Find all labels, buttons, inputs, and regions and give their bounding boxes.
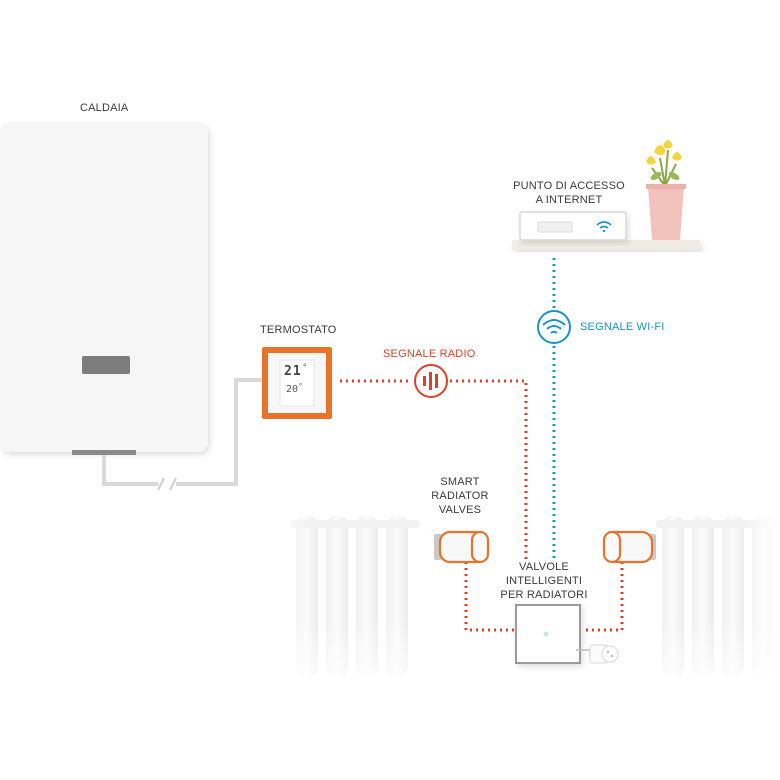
access-point-label-line2: A INTERNET: [535, 194, 603, 206]
flower-pot-icon: [646, 140, 686, 240]
wifi-icon: [537, 310, 571, 344]
italian-valves-label: VALVOLE INTELLIGENTI PER RADIATORI: [488, 560, 600, 602]
radio-signal-icon: [414, 364, 448, 398]
thermostat-temperature: 21: [284, 364, 302, 379]
italian-valves-label-line1: VALVOLE: [519, 561, 569, 573]
smart-valves-label-line3: VALVES: [438, 504, 482, 516]
boiler-bottom-connector: [72, 450, 136, 455]
radiator-right: [650, 510, 780, 700]
radiator-left: [270, 510, 440, 700]
italian-valves-label-line2: INTELLIGENTI: [505, 575, 583, 587]
thermostat-degree: °: [303, 362, 307, 372]
smart-valves-label-line2: RADIATOR: [431, 490, 489, 502]
wifi-signal-label: SEGNALE WI-FI: [580, 321, 665, 333]
shelf: [512, 240, 700, 250]
plug-icon: [576, 644, 619, 664]
italian-valves-label-line3: PER RADIATORI: [500, 589, 588, 601]
wifi-router-icon: [519, 211, 627, 241]
boiler-thermostat-wire: [102, 378, 268, 491]
access-point-label-line1: PUNTO DI ACCESSO: [513, 180, 625, 192]
smart-valve-right: [602, 530, 656, 564]
thermostat-label: TERMOSTATO: [260, 324, 337, 336]
relay-hub: [515, 604, 581, 664]
boiler-label: CALDAIA: [80, 102, 129, 114]
smart-valves-label-line1: SMART: [440, 476, 480, 488]
smart-valves-label: SMART RADIATOR VALVES: [420, 475, 500, 517]
radio-signal-line: [340, 379, 624, 632]
smart-valve-left: [434, 530, 490, 564]
thermostat-setpoint-degree: °: [299, 382, 303, 391]
thermostat-setpoint: 20: [286, 384, 299, 395]
boiler: [0, 122, 208, 455]
radio-signal-label: SEGNALE RADIO: [383, 348, 476, 360]
thermostat: [262, 347, 332, 419]
access-point-label: PUNTO DI ACCESSO A INTERNET: [509, 179, 629, 207]
boiler-display: [82, 356, 130, 374]
